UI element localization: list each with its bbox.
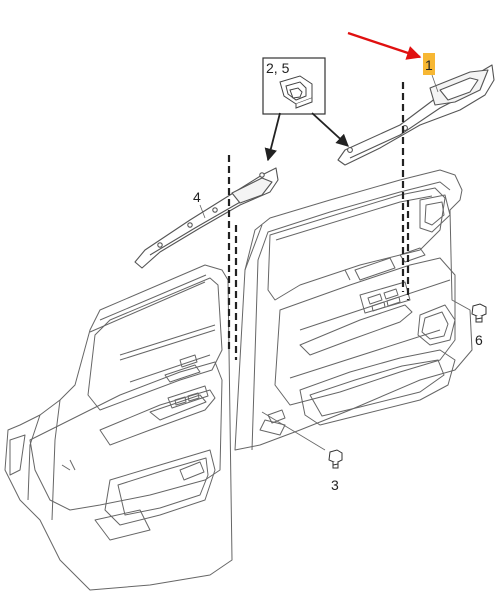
rear-door (4, 264, 233, 591)
screw-6-icon (471, 303, 487, 323)
arrow-to-part-4 (264, 112, 281, 162)
callout-6: 6 (475, 332, 483, 348)
part-1-trim (337, 64, 495, 166)
red-pointer-arrow (347, 31, 422, 60)
front-door (234, 169, 473, 451)
part-4-trim (134, 167, 279, 269)
callout-3: 3 (331, 477, 339, 493)
callout-1: 1 (425, 57, 433, 73)
leader-4 (199, 204, 206, 219)
assembly-lines (227, 82, 410, 360)
clip-icon (279, 75, 313, 109)
callout-4: 4 (193, 189, 201, 205)
callout-1-highlight (423, 53, 435, 75)
screw-3-icon (328, 449, 343, 469)
clip-detail-box: 2, 5 (262, 57, 326, 115)
callout-2-5-label: 2, 5 (266, 60, 290, 76)
leader-3 (261, 411, 326, 451)
arrow-to-part-1 (311, 112, 349, 147)
leader-1 (431, 74, 439, 93)
